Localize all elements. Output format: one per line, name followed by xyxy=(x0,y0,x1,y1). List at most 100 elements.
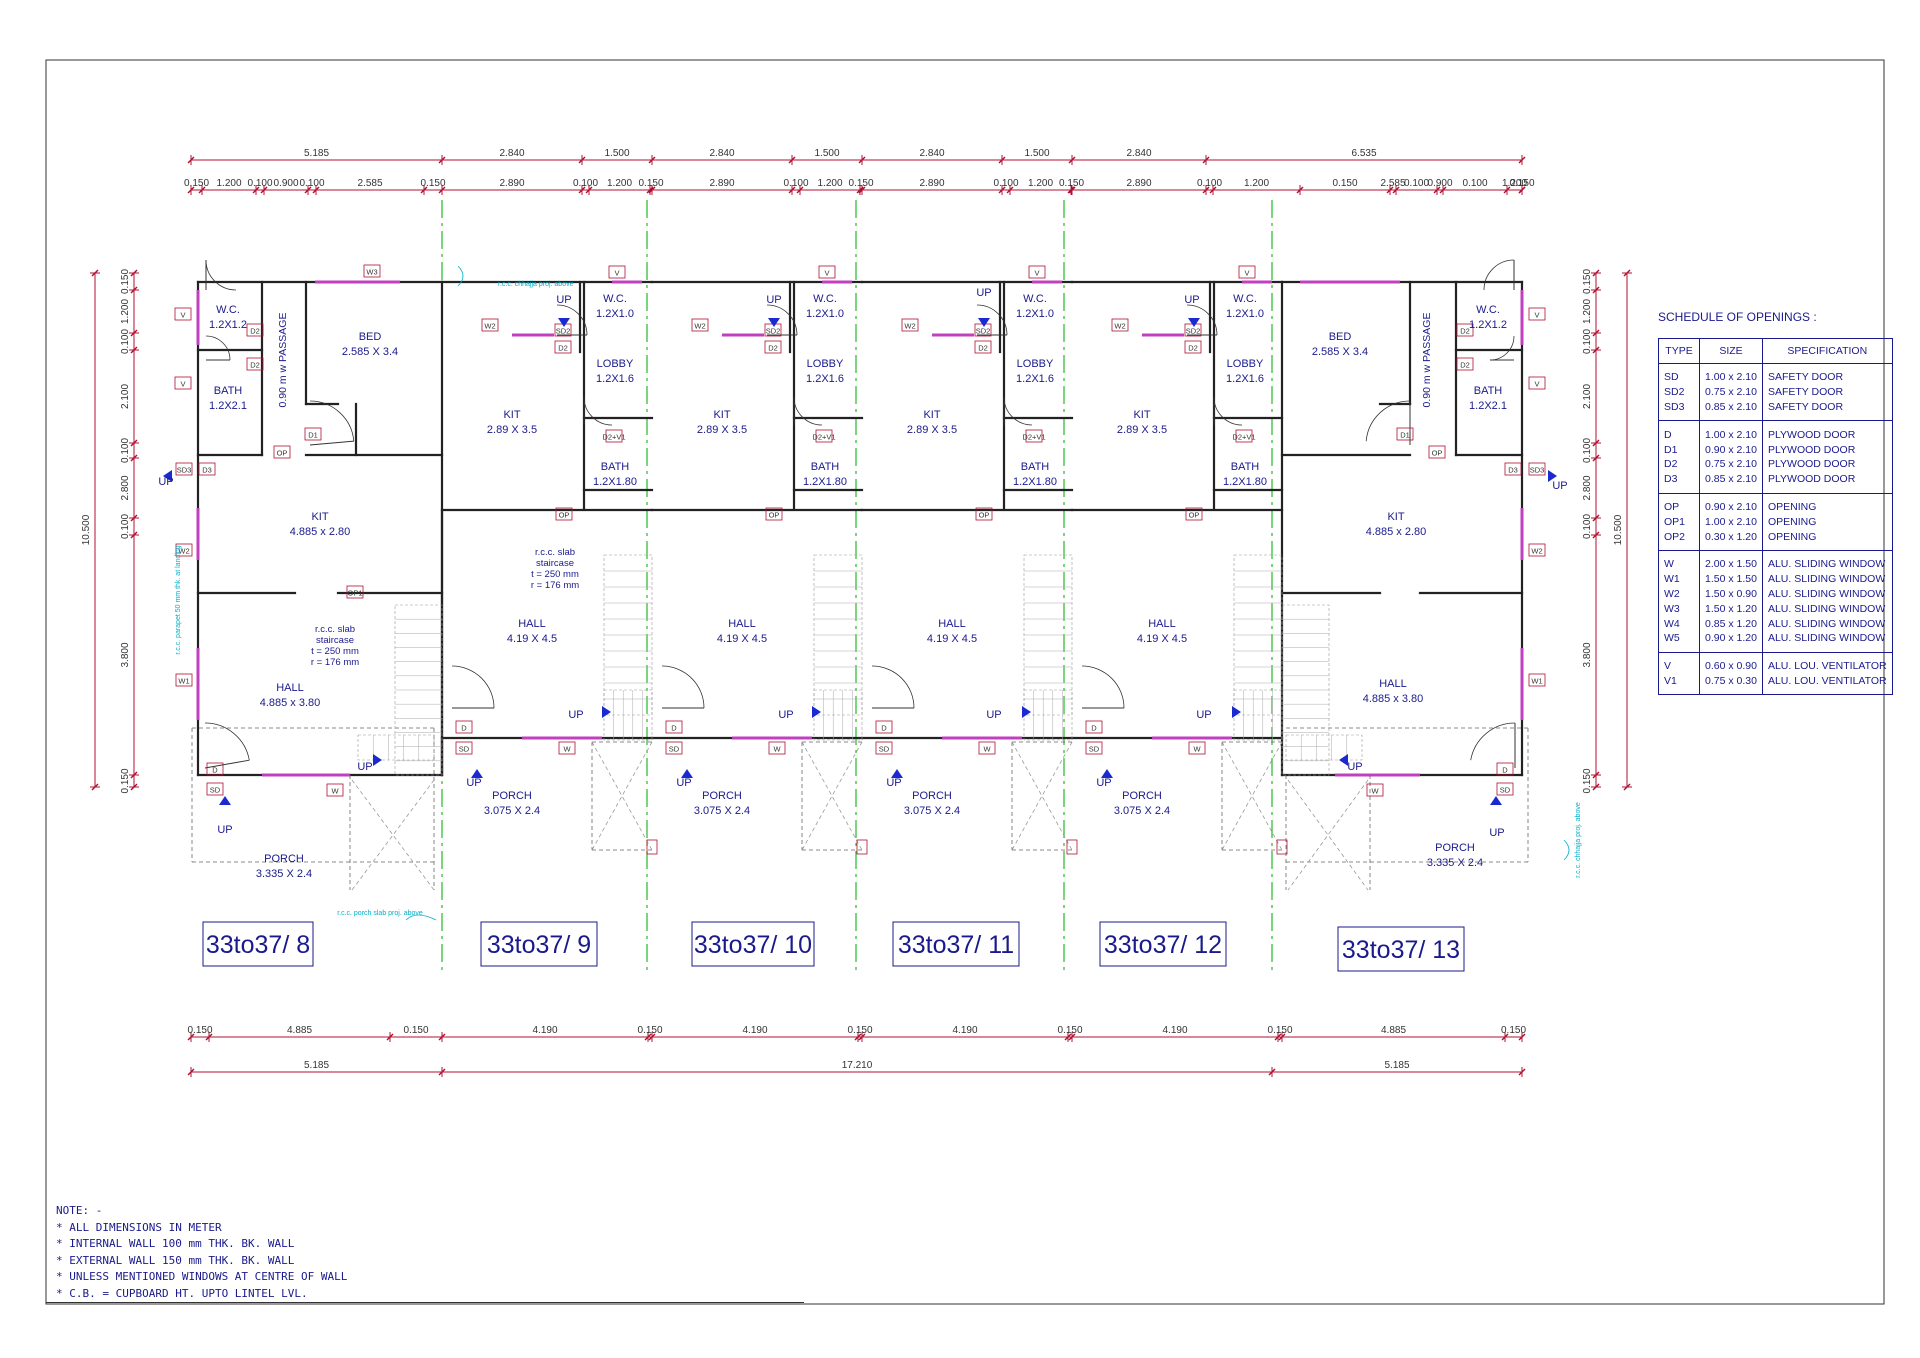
opening-tag-box xyxy=(975,507,993,521)
bottom-dimension-row1-label: 0.150 xyxy=(1501,1025,1526,1036)
bottom-dimension-row1-slash xyxy=(1518,1033,1526,1041)
room-size: 2.89 X 3.5 xyxy=(697,424,747,436)
opening-tag-label: W2 xyxy=(1114,322,1125,331)
schedule-cell-size: 1.50 x 1.50 xyxy=(1699,571,1763,587)
top-dimension-row2-label: 1.200 xyxy=(1028,178,1053,189)
top-dimension-row1-slash xyxy=(788,156,796,164)
up-arrow xyxy=(812,706,821,718)
schedule-cell-size: 0.90 x 2.10 xyxy=(1699,492,1763,515)
bottom-dimension-row2-slash xyxy=(1268,1068,1276,1076)
opening-tag-box xyxy=(815,429,833,443)
opening-tag-label: D2 xyxy=(558,344,568,353)
door-swing-arc xyxy=(205,335,231,361)
left-side-dimension-label: 0.100 xyxy=(120,438,131,463)
opening-tag-label: SD3 xyxy=(177,466,192,475)
top-dimension-row2-slash xyxy=(1439,186,1447,194)
left-total-dimension-slash xyxy=(91,783,99,791)
schedule-cell-spec: ALU. SLIDING WINDOW xyxy=(1761,571,1893,587)
schedule-cell-type: D2 xyxy=(1658,456,1700,472)
schedule-of-openings: SCHEDULE OF OPENINGS : TYPE SIZE SPECIFI… xyxy=(1658,310,1893,696)
bottom-dimension-row2-slash xyxy=(187,1068,195,1076)
up-label: UP xyxy=(1184,294,1199,306)
left-side-dimension-label: 1.200 xyxy=(120,299,131,324)
opening-tag-label: OP xyxy=(277,449,288,458)
opening-tag-box xyxy=(665,741,683,755)
stair-note: t = 250 mm xyxy=(311,646,359,657)
opening-tag-label: OP1 xyxy=(347,589,362,598)
top-dimension-row2-slash xyxy=(788,186,796,194)
up-label: UP xyxy=(986,709,1001,721)
top-dimension-row2-slash xyxy=(998,186,1006,194)
schedule-cell-spec: OPENING xyxy=(1761,514,1893,530)
top-dimension-row1-slash xyxy=(1068,156,1076,164)
unit-number-box xyxy=(202,921,314,967)
door-swing-arc xyxy=(583,396,613,426)
top-dimension-row2-slash xyxy=(304,186,312,194)
top-dimension-row2-slash xyxy=(187,186,195,194)
left-total-dimension-slash xyxy=(91,269,99,277)
top-dimension-row2-label: 0.100 xyxy=(1462,178,1487,189)
room-name: KIT xyxy=(503,409,520,421)
opening-tag-label: W2 xyxy=(1531,547,1542,556)
opening-tag-box xyxy=(608,265,626,279)
room-size: 1.2X1.0 xyxy=(596,308,634,320)
notes-title: NOTE: - xyxy=(56,1204,103,1217)
opening-tag-label: W2 xyxy=(904,322,915,331)
bottom-dimension-row1-label: 4.885 xyxy=(1381,1025,1406,1036)
bottom-dimension-row1-label: 0.150 xyxy=(187,1025,212,1036)
room-size: 1.2X1.0 xyxy=(1016,308,1054,320)
schedule-cell-spec: SAFETY DOOR xyxy=(1761,362,1893,385)
left-side-dimension-label: 2.800 xyxy=(120,475,131,500)
top-dimension-row1-label: 2.840 xyxy=(499,148,524,159)
opening-tag-label: V xyxy=(1534,380,1539,389)
right-side-dimension-label: 3.800 xyxy=(1582,642,1593,667)
opening-tag-label: SD2 xyxy=(556,327,571,336)
notes-block: NOTE: - * ALL DIMENSIONS IN METER * INTE… xyxy=(56,1203,347,1302)
opening-tag-box xyxy=(1528,543,1546,557)
opening-tag-box xyxy=(554,340,572,354)
right-side-dimension-slash xyxy=(1592,771,1600,779)
right-side-dimension-slash xyxy=(1592,514,1600,522)
top-dimension-row2-slash xyxy=(312,186,320,194)
left-side-dimension-slash xyxy=(130,771,138,779)
opening-tag-box xyxy=(1528,673,1546,687)
opening-tag-box xyxy=(246,357,264,371)
stair-note: staircase xyxy=(536,558,574,569)
top-dimension-row2-label: 0.150 xyxy=(638,178,663,189)
top-dimension-row2-slash xyxy=(1006,186,1014,194)
opening-tag-label: SD xyxy=(1089,745,1100,754)
top-dimension-row2-label: 0.100 xyxy=(299,178,324,189)
opening-tag-box xyxy=(1185,507,1203,521)
top-dimension-row2-slash xyxy=(1296,186,1304,194)
room-name: PORCH xyxy=(264,853,304,865)
unit-number-label: 33to37/ 10 xyxy=(694,931,812,959)
bottom-dimension-row1-label: 0.150 xyxy=(1057,1025,1082,1036)
porch-slab-note: r.c.c. porch slab proj. above xyxy=(337,910,423,917)
room-size: 4.885 x 2.80 xyxy=(1366,526,1427,538)
up-label: UP xyxy=(1347,761,1362,773)
opening-tag-box xyxy=(1085,720,1103,734)
opening-tag-label: V xyxy=(180,311,185,320)
top-dimension-row2-slash xyxy=(858,186,866,194)
opening-tag-label: V xyxy=(1534,311,1539,320)
right-side-dimension-label: 0.100 xyxy=(1582,514,1593,539)
staircase-outline xyxy=(1285,734,1363,761)
opening-tag-box xyxy=(901,318,919,332)
schedule-title: SCHEDULE OF OPENINGS : xyxy=(1658,310,1817,324)
opening-tag-label: SD2 xyxy=(976,327,991,336)
schedule-cell-spec: PLYWOOD DOOR xyxy=(1761,442,1893,457)
up-label: UP xyxy=(886,777,901,789)
room-size: 2.89 X 3.5 xyxy=(487,424,537,436)
schedule-cell-size: 0.60 x 0.90 xyxy=(1699,651,1763,674)
right-side-dimension-label: 0.100 xyxy=(1582,438,1593,463)
opening-tag-label: V xyxy=(824,269,829,278)
top-dimension-row1-slash xyxy=(438,156,446,164)
up-label: UP xyxy=(766,294,781,306)
opening-tag-label: SD xyxy=(879,745,890,754)
